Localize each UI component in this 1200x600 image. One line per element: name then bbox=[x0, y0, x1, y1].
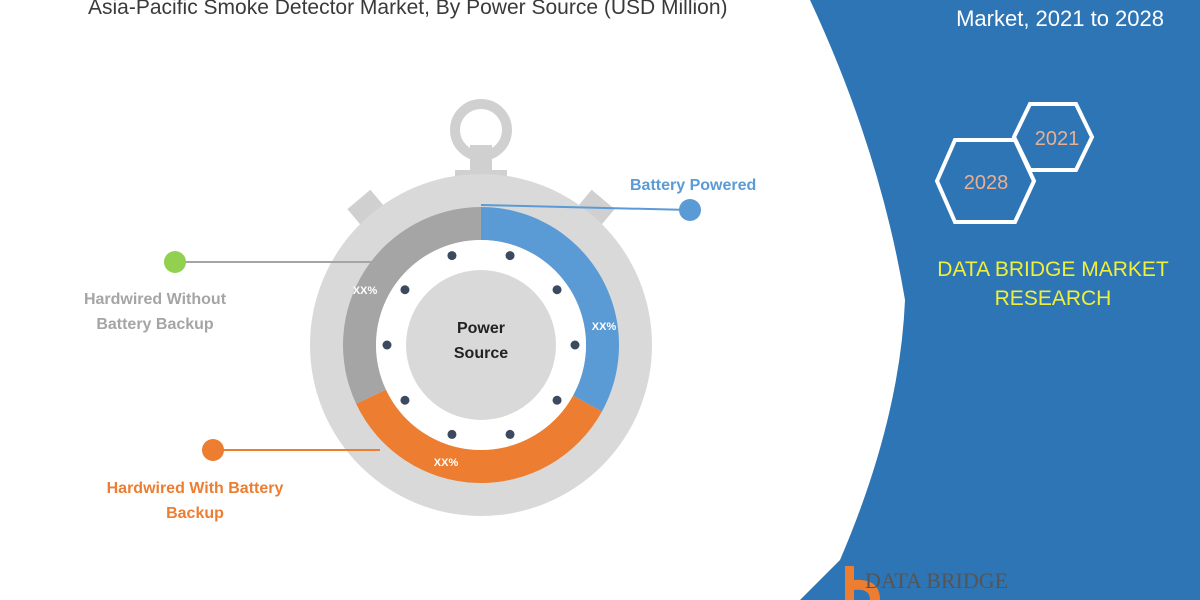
dial-dot bbox=[447, 429, 457, 439]
hexagon-2028 bbox=[934, 138, 1037, 224]
dial-dot bbox=[570, 340, 580, 350]
chart-title: Asia-Pacific Smoke Detector Market, By P… bbox=[88, 0, 728, 19]
dial-dot bbox=[400, 395, 410, 405]
legend-hardwired-with: Hardwired With Battery Backup bbox=[106, 480, 284, 522]
hexagon-2021 bbox=[1011, 102, 1095, 172]
slice-hardwired-without-battery-backup bbox=[343, 207, 481, 404]
panel-title: Market, 2021 to 2028 bbox=[956, 6, 1164, 31]
dial-dot bbox=[400, 285, 410, 295]
marker-hardwired-with bbox=[202, 439, 224, 461]
slice-label-hardwired-without: XX% bbox=[353, 285, 378, 297]
logo-text: DATA BRIDGE bbox=[865, 568, 1009, 593]
slice-label-battery-powered: XX% bbox=[592, 321, 617, 333]
legend-hardwired-without: Hardwired Without Battery Backup bbox=[83, 291, 227, 333]
center-label: Power Source bbox=[453, 320, 509, 362]
slice-hardwired-with-battery-backup bbox=[356, 389, 602, 483]
legend-battery-powered: Battery Powered bbox=[630, 177, 757, 194]
stopwatch-right-button bbox=[574, 189, 615, 230]
logo-icon bbox=[845, 566, 880, 600]
dial-dot bbox=[552, 395, 562, 405]
hex-year-2028: 2028 bbox=[964, 172, 1009, 194]
center-circle bbox=[406, 270, 556, 420]
slice-label-hardwired-with: XX% bbox=[434, 457, 459, 469]
leader-battery-powered bbox=[480, 204, 691, 211]
dial-dot bbox=[382, 340, 392, 350]
dial-dot bbox=[447, 251, 457, 261]
dial-dot bbox=[505, 251, 515, 261]
dial-dot bbox=[552, 285, 562, 295]
marker-hardwired-without bbox=[164, 251, 186, 273]
hex-year-2021: 2021 bbox=[1035, 128, 1080, 150]
stopwatch bbox=[310, 99, 652, 516]
slice-battery-powered bbox=[481, 207, 619, 412]
dial-dot bbox=[505, 429, 515, 439]
brand-text: DATA BRIDGE MARKET RESEARCH bbox=[937, 258, 1169, 310]
marker-battery-powered bbox=[679, 199, 701, 221]
stopwatch-left-button bbox=[347, 189, 388, 230]
